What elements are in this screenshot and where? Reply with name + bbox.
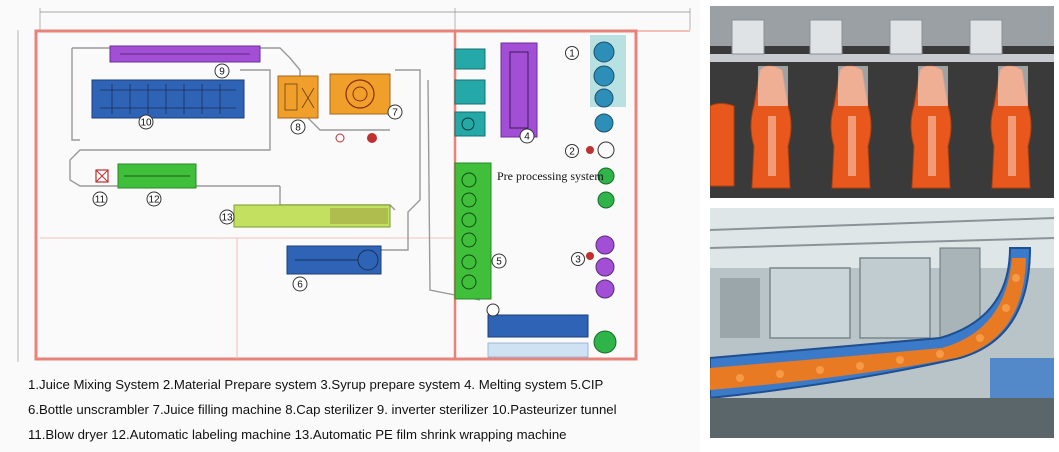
juice-mixing-system	[590, 35, 626, 133]
machine-number-2: 2	[569, 147, 575, 158]
factory-layout-diagram: 9 10 8 7 11	[17, 8, 691, 442]
legend-line-1: 1.Juice Mixing System 2.Material Prepare…	[28, 377, 604, 392]
juice-filling-machine	[329, 73, 391, 115]
machine-number-10: 10	[140, 118, 152, 129]
material-tank	[454, 111, 486, 137]
machine-number-6: 6	[297, 280, 303, 291]
blow-dryer	[95, 169, 109, 183]
machine-number-5: 5	[496, 257, 502, 268]
legend-line-2: 6.Bottle unscrambler 7.Juice filling mac…	[28, 402, 617, 417]
cap-sterilizer	[277, 75, 319, 119]
orange-bottle-conveyor-photo	[710, 208, 1054, 438]
machine-number-7: 7	[392, 108, 398, 119]
machine-number-12: 12	[148, 195, 160, 206]
syrup-prepare-system	[586, 235, 615, 299]
machine-number-3: 3	[575, 255, 581, 266]
pre-processing-label: Pre processing system	[497, 169, 604, 183]
blending-unit	[487, 314, 589, 338]
machine-number-9: 9	[219, 67, 225, 78]
pasteurizer-tunnel	[91, 79, 245, 119]
machine-number-13: 13	[221, 213, 233, 224]
cip-system	[454, 162, 492, 300]
machine-number-1: 1	[569, 49, 575, 60]
material-prepare-system	[586, 141, 615, 209]
legend-line-3: 11.Blow dryer 12.Automatic labeling mach…	[28, 427, 567, 442]
material-tank	[454, 48, 486, 70]
machine-number-11: 11	[95, 195, 106, 206]
layout-drawing: 9 10 8 7 11	[17, 8, 691, 362]
machine-number-8: 8	[295, 123, 301, 134]
material-tank	[454, 79, 486, 105]
melting-system	[500, 42, 538, 138]
juice-bottle-filling-photo	[710, 6, 1054, 198]
machine-number-4: 4	[524, 132, 530, 143]
